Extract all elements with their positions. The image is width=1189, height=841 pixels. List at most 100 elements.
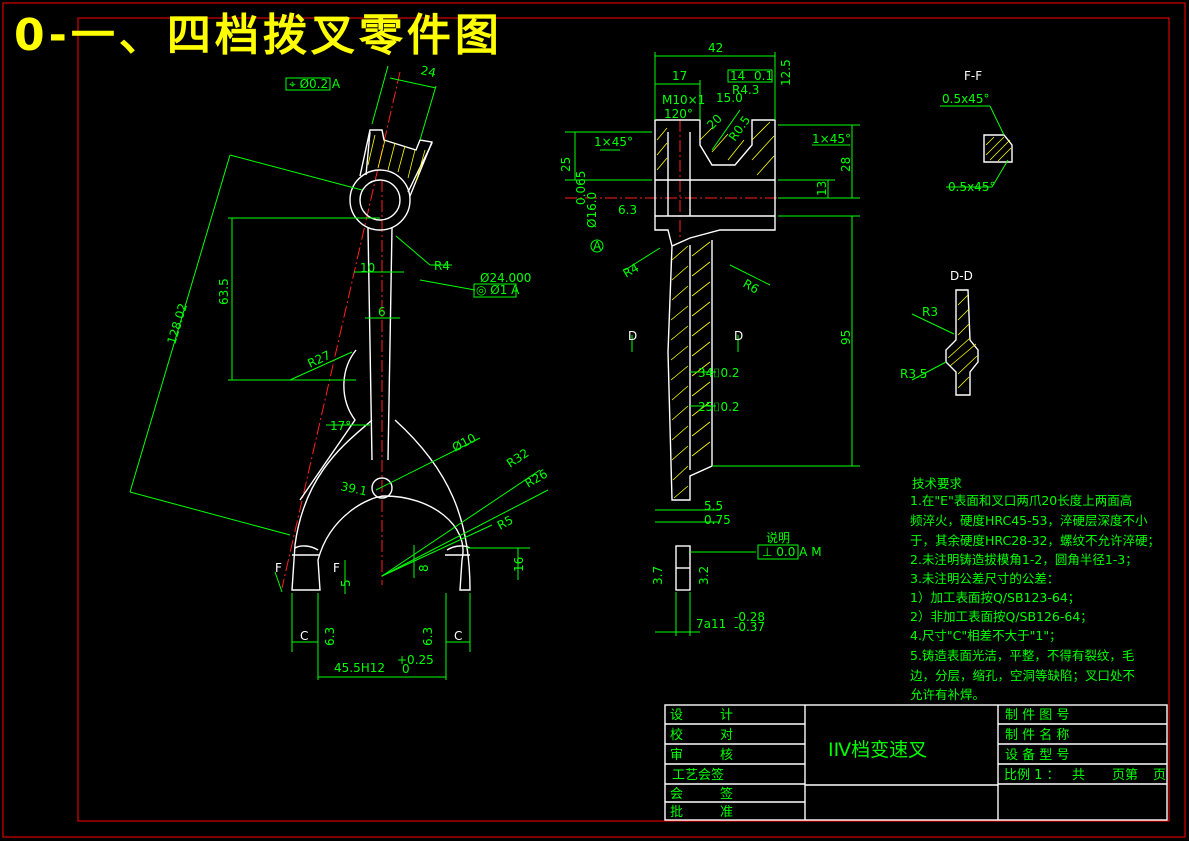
label-f-mid: F xyxy=(333,561,340,575)
dim-m10: M10×1 xyxy=(662,93,705,107)
dim-d16: Ø16.0 xyxy=(585,192,599,228)
tb-row-b: 核 xyxy=(720,748,733,763)
dim-r26: R26 xyxy=(523,467,550,491)
technical-requirements: 技术要求 1.在"E"表面和叉口两爪20长度上两面高 频淬火，硬度HRC45-5… xyxy=(910,476,1160,702)
side-view: 42 17 14 0.1 12.5 M10×1 120° 15.0 R4.3 2… xyxy=(559,41,860,636)
label-c-right: C xyxy=(454,629,462,643)
dim-13: 13 xyxy=(815,181,829,196)
dim-5: 5 xyxy=(339,579,353,587)
dim-25: 25 xyxy=(559,157,573,172)
label-c-left: C xyxy=(300,629,308,643)
requirement-line: 3.未注明公差尺寸的公差： xyxy=(910,571,1059,586)
dim-17deg: 17° xyxy=(330,419,351,433)
tb-row-b: 准 xyxy=(720,805,733,820)
dim-95: 95 xyxy=(839,330,853,345)
dim-12-5: 12.5 xyxy=(779,59,793,86)
inner-frame xyxy=(77,17,1170,822)
dim-r4-3: R4.3 xyxy=(732,83,759,97)
page-title: 0-一、四档拨叉零件图 xyxy=(14,10,503,61)
dim-14: 14 xyxy=(730,69,745,83)
tol-runout: ◎ Ø1 A xyxy=(476,283,520,297)
dim-16: 16 xyxy=(512,557,526,572)
label-f-left: F xyxy=(275,561,282,575)
tb-part-name: 制 件 名 称 xyxy=(1005,727,1069,743)
flat-34: 34⌷0.2 xyxy=(698,366,740,380)
requirement-line: 5.铸造表面光洁，平整，不得有裂纹，毛 xyxy=(910,648,1135,663)
dim-r5: R5 xyxy=(495,513,516,533)
section-ff: F-F 0.5x45° 0.5x45° xyxy=(940,69,1013,194)
tol-perp: ⊥ 0.0 A M xyxy=(762,545,822,559)
dim-3-2: 3.2 xyxy=(697,566,711,585)
dim-17: 17 xyxy=(672,69,687,83)
tol-zero: 0 xyxy=(402,662,410,676)
dim-7a11: 7a11 xyxy=(696,617,726,631)
title-block: 设 计 校 对 审 核 工艺会签 会 签 批 准 ⅠⅣ档变速叉 制 件 图 号 … xyxy=(664,704,1168,821)
rough-2: 6.3 xyxy=(421,627,435,646)
datum-a: A xyxy=(593,239,602,253)
dim-45-5: 45.5H12 xyxy=(334,661,385,675)
requirement-line: 2.未注明铸造拔模角1-2，圆角半径1-3； xyxy=(910,552,1138,567)
dim-r4-side: R4 xyxy=(621,260,642,280)
dim-120deg: 120° xyxy=(664,107,693,121)
tb-equipment-model: 设 备 型 号 xyxy=(1005,747,1069,763)
tb-sheet-no: 页第 xyxy=(1112,768,1138,783)
requirement-line: 1.在"E"表面和叉口两爪20长度上两面高 xyxy=(910,493,1132,508)
tb-row-a: 会 xyxy=(670,787,683,802)
dim-r32: R32 xyxy=(504,446,531,471)
section-dd-label: D-D xyxy=(950,269,973,283)
dim-42: 42 xyxy=(708,41,723,55)
dim-phi10: Ø10 xyxy=(450,431,478,455)
tb-row-b: 对 xyxy=(720,728,733,743)
tol-0-1: 0.1 xyxy=(754,69,773,83)
dim-28: 28 xyxy=(839,157,853,172)
tb-row-b: 签 xyxy=(720,786,733,802)
dim-0-75: 0.75 xyxy=(704,513,731,527)
requirement-line: 于，其余硬度HRC28-32，螺纹不允许淬硬； xyxy=(910,533,1160,548)
dim-10: 10 xyxy=(360,261,375,275)
dim-r4: R4 xyxy=(434,259,450,273)
front-view: 24 ⌖ Ø0.2 A R4 Ø24.000 ◎ Ø1 A 10 6 63.5 … xyxy=(129,63,550,680)
requirement-line: 频淬火，硬度HRC45-53，淬硬层深度不小 xyxy=(910,513,1148,528)
dim-24: 24 xyxy=(419,63,437,80)
requirement-line: 边，分层，缩孔，空洞等缺陷；叉口处不 xyxy=(910,668,1135,683)
requirement-line: 允许有补焊。 xyxy=(910,687,985,702)
tb-sheet-total: 共 xyxy=(1072,768,1085,783)
tol-upper: -0.28 xyxy=(734,610,765,624)
dim-20: 20 xyxy=(704,111,725,132)
dim-r6: R6 xyxy=(741,276,762,296)
ff-chamfer-bottom: 0.5x45° xyxy=(948,180,995,194)
dim-5-5: 5.5 xyxy=(704,499,723,513)
tb-row-a: 批 xyxy=(670,805,683,820)
dim-128-02: 128.02 xyxy=(164,302,190,346)
tb-row-a: 校 xyxy=(670,727,683,743)
section-dd: D-D R3 R3.5 xyxy=(900,269,979,396)
chamfer-left: 1×45° xyxy=(594,135,633,149)
tol-0-065: 0.065 xyxy=(574,171,588,205)
section-ff-label: F-F xyxy=(964,69,982,83)
section-d-left: D xyxy=(628,329,637,343)
requirements-heading: 技术要求 xyxy=(912,476,963,491)
tb-row-a: 工艺会签 xyxy=(672,767,724,783)
tol-plus: +0.25 xyxy=(397,653,434,667)
dim-3-7: 3.7 xyxy=(651,566,665,585)
note-small: 说明 xyxy=(766,530,790,545)
rough-1: 6.3 xyxy=(323,627,337,646)
tb-drawing-no: 制 件 图 号 xyxy=(1005,708,1069,723)
tb-scale: 比例 1 ： xyxy=(1004,768,1060,783)
rough-6-3: 6.3 xyxy=(618,203,637,217)
tb-sheet-page: 页 xyxy=(1153,768,1166,783)
part-name: ⅠⅣ档变速叉 xyxy=(828,739,927,761)
ff-chamfer-top: 0.5x45° xyxy=(942,92,989,106)
tol-lower: -0.37 xyxy=(734,620,765,634)
dd-r3: R3 xyxy=(922,305,938,319)
requirement-line: 4.尺寸"C"相差不大于"1"； xyxy=(910,628,1062,643)
dim-8: 8 xyxy=(417,564,431,572)
tb-row-a: 设 xyxy=(670,708,683,723)
tb-row-a: 审 xyxy=(670,748,683,763)
tol-position: ⌖ Ø0.2 A xyxy=(289,77,341,91)
dim-6: 6 xyxy=(378,305,386,319)
flat-25: 25⌷0.2 xyxy=(698,400,740,414)
requirement-line: 1）加工表面按Q/SB123-64； xyxy=(910,590,1080,605)
